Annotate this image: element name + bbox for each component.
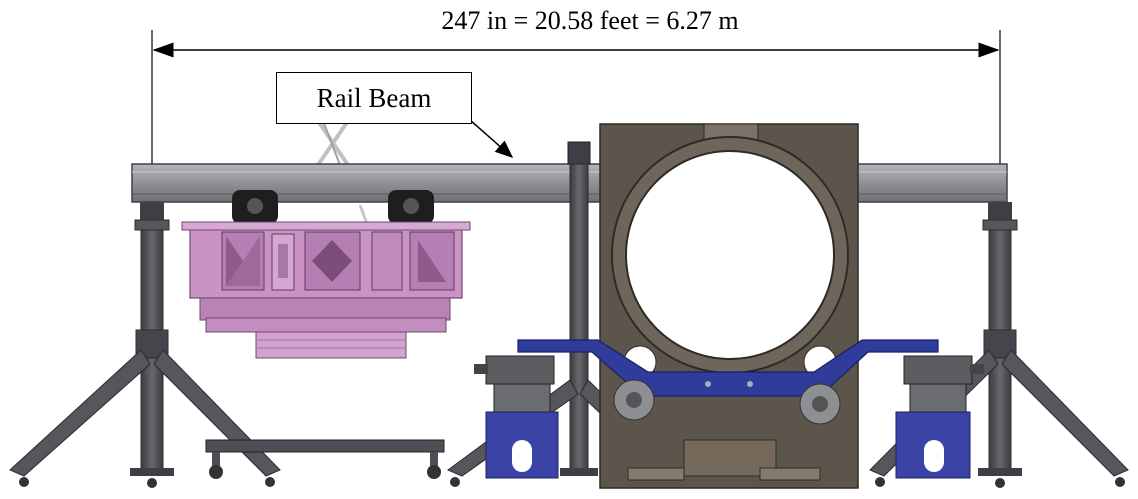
wheeled-dolly [205, 439, 445, 479]
callout-leader [469, 119, 514, 158]
rail-beam-label: Rail Beam [276, 72, 472, 124]
right-jack-stand [895, 355, 984, 479]
overall-span-dimension: 247 in = 20.58 feet = 6.27 m [441, 6, 739, 35]
left-jack-stand [474, 355, 559, 479]
vacuum-vessel [599, 123, 859, 489]
suspended-payload [181, 221, 471, 359]
pivot-wheels [613, 379, 841, 425]
left-gantry-leg [9, 202, 281, 488]
support-cradle [517, 339, 939, 397]
